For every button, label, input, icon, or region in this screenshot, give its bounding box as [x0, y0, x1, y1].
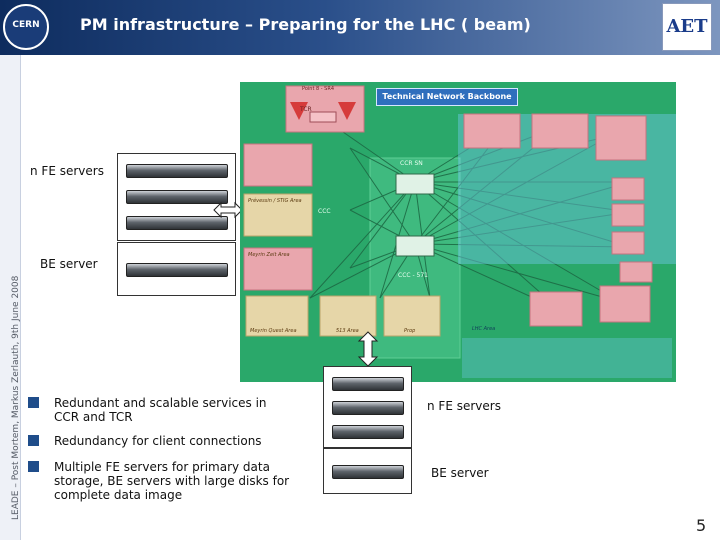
bullet-marker-icon: [28, 435, 39, 446]
area-label: Meyrin Quest Area: [250, 328, 297, 334]
ccr-label: CCR SN: [400, 160, 423, 167]
ccc-571-label: CCC - 571: [398, 272, 428, 279]
left-fe-servers-label: n FE servers: [30, 164, 104, 178]
aet-logo: AET: [662, 3, 712, 51]
area-label: 513 Area: [336, 328, 359, 334]
side-bar: [0, 55, 21, 540]
right-fe-servers-label: n FE servers: [427, 399, 501, 413]
server-rack: [126, 190, 228, 204]
page-number: 5: [696, 516, 707, 535]
left-be-server-box: [117, 242, 236, 296]
server-rack: [332, 401, 404, 415]
server-rack: [126, 216, 228, 230]
bullet-marker-icon: [28, 461, 39, 472]
server-rack: [126, 263, 228, 277]
double-arrow-vertical-icon: [357, 331, 379, 367]
ccc-label: CCC: [318, 208, 331, 215]
server-rack: [332, 377, 404, 391]
bullet-marker-icon: [28, 397, 39, 408]
area-label: Meyrin Zeit Area: [248, 252, 290, 258]
tcr-label: TCR: [300, 106, 312, 113]
right-be-server-label: BE server: [431, 466, 489, 480]
point-label: Point 8 - SR4: [302, 86, 334, 92]
network-diagram: Technical Network Backbone Point 8 - SR4…: [240, 82, 676, 382]
server-rack: [126, 164, 228, 178]
header-bar: CERN PM infrastructure – Preparing for t…: [0, 0, 720, 55]
right-fe-server-box: [323, 366, 412, 448]
left-fe-server-box: [117, 153, 236, 241]
side-caption: LEADE – Post Mortem, Markus Zerlauth, 9t…: [11, 275, 21, 520]
area-label: LHC Area: [472, 326, 496, 332]
slide-title: PM infrastructure – Preparing for the LH…: [80, 15, 531, 34]
right-be-server-box: [323, 448, 412, 494]
area-label: Prop: [404, 328, 416, 334]
double-arrow-horizontal-icon: [213, 201, 243, 219]
backbone-label: Technical Network Backbone: [376, 88, 518, 106]
network-links: [240, 82, 676, 382]
cern-logo: CERN: [3, 4, 49, 50]
server-rack: [332, 465, 404, 479]
area-label: Prévessin / STIG Area: [248, 198, 302, 204]
left-be-server-label: BE server: [40, 257, 98, 271]
server-rack: [332, 425, 404, 439]
